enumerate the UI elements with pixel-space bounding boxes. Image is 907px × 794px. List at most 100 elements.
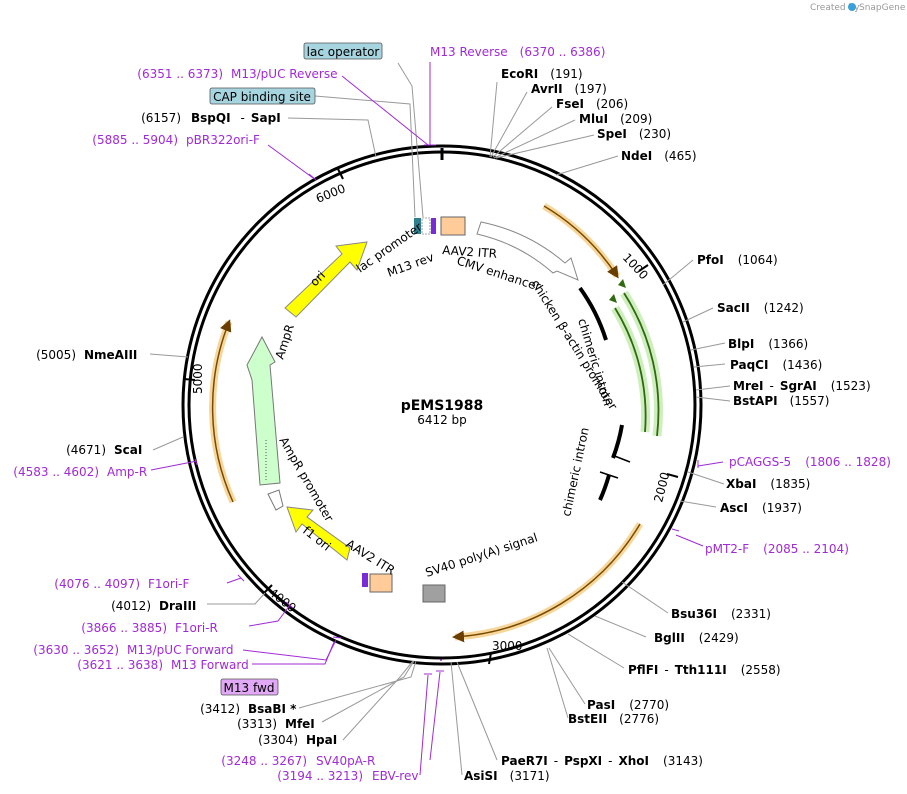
enzyme-bspqi-pos: (6157) xyxy=(141,111,181,125)
primer-amp-r-range: (4583 .. 4602) xyxy=(13,465,99,479)
intron-arrowhead-outer xyxy=(618,279,626,288)
primer-leaders xyxy=(150,62,724,776)
tick-5000-mark xyxy=(183,378,196,381)
enzyme-asisi[interactable]: AsiSI(3171) xyxy=(464,769,550,783)
enzyme-blpi[interactable]: BlpI(1366) xyxy=(728,337,808,351)
primer-pcaggs-5[interactable]: pCAGGS-5(1806 .. 1828) xyxy=(729,455,891,469)
enzyme-scai[interactable]: ScaI xyxy=(114,443,142,457)
cmv-enhancer-arrow[interactable] xyxy=(476,221,579,281)
primer-m13-forward[interactable]: M13 Forward xyxy=(171,658,249,672)
primer-m13puc-reverse[interactable]: M13/pUC Reverse xyxy=(231,67,338,81)
lac-operator-box[interactable] xyxy=(303,42,383,60)
enzyme-fsei[interactable]: FseI(206) xyxy=(556,97,628,111)
enzyme-ecori[interactable]: EcoRI(191) xyxy=(501,67,583,81)
enzyme-draiii[interactable]: DraIII xyxy=(159,599,196,613)
enzyme-mrei-sgrai[interactable]: MreI-SgrAI(1523) xyxy=(733,379,871,393)
intron-arc-inner[interactable] xyxy=(614,307,647,433)
primer-m13puc-forward[interactable]: M13/pUC Forward xyxy=(127,643,234,657)
primer-pmt2-f[interactable]: pMT2-F(2085 .. 2104) xyxy=(705,542,849,556)
m13-fwd-box[interactable] xyxy=(220,678,279,696)
orf-arc-2[interactable] xyxy=(452,523,641,643)
m13-fwd-block[interactable] xyxy=(362,573,368,587)
orf-arc-2-halo xyxy=(454,522,644,641)
label-m13-rev: M13 rev xyxy=(385,250,435,280)
chimeric-intron-bar-1 xyxy=(578,286,608,341)
label-aav2-itr-1: AAV2 ITR xyxy=(442,243,498,261)
enzyme-bsteii[interactable]: BstEII(2776) xyxy=(568,712,659,726)
enzyme-xbai[interactable]: XbaI(1835) xyxy=(726,477,810,491)
backbone-outer xyxy=(181,144,703,666)
chimeric-intron-bar-3 xyxy=(598,474,611,501)
orf-arc-1[interactable] xyxy=(543,205,619,279)
primer-f1ori-r[interactable]: F1ori-R xyxy=(175,621,218,635)
primer-pbr322ori-f-range: (5885 .. 5904) xyxy=(92,133,178,147)
ori-arrow[interactable] xyxy=(284,241,368,318)
tick-label-3000: 3000 xyxy=(492,639,523,653)
tick-4000-mark xyxy=(263,584,273,594)
label-aav2-itr-2: AAV2 ITR xyxy=(343,537,397,578)
tick-1000-mark xyxy=(638,264,649,272)
enzyme-leaders xyxy=(149,62,731,776)
primer-ebv-rev-range: (3194 .. 3213) xyxy=(277,769,363,783)
enzyme-avrii[interactable]: AvrII(197) xyxy=(531,82,607,96)
primer-m13-forward-range: (3621 .. 3638) xyxy=(77,658,163,672)
label-cmv-enhancer: CMV enhancer xyxy=(455,254,542,294)
ampr-arrow[interactable] xyxy=(246,335,281,486)
lac-operator-label: lac operator xyxy=(307,45,380,59)
primer-m13-reverse[interactable]: M13 Reverse(6370 .. 6386) xyxy=(430,45,605,59)
primer-pbr322ori-f[interactable]: pBR322ori-F xyxy=(186,133,260,147)
enzyme-pflfi-tth111i[interactable]: PflFI-Tth111I(2558) xyxy=(628,663,781,677)
cap-site-box[interactable] xyxy=(209,87,316,105)
enzyme-bglii[interactable]: BglII(2429) xyxy=(654,631,739,645)
enzyme-spei[interactable]: SpeI(230) xyxy=(597,127,671,141)
enzyme-ndei[interactable]: NdeI(465) xyxy=(621,149,697,163)
m13-fwd-label: M13 fwd xyxy=(224,681,275,695)
primer-sv40pa-r[interactable]: SV40pA-R xyxy=(316,754,375,768)
f1-ori-arrow[interactable] xyxy=(286,506,351,561)
watermark-brand: SnapGene xyxy=(859,3,906,13)
enzyme-paqci[interactable]: PaqCI(1436) xyxy=(730,358,822,372)
plasmid-name: pEMS1988 xyxy=(401,398,484,414)
enzyme-mfei[interactable]: MfeI xyxy=(285,717,315,731)
enzyme-bspqi-sapi[interactable]: BspQI-SapI xyxy=(191,111,281,125)
enzyme-asci[interactable]: AscI(1937) xyxy=(720,501,802,515)
plasmid-size: 6412 bp xyxy=(417,413,467,427)
enzyme-paer7i-pspxi-xhoi[interactable]: PaeR7I-PspXI-XhoI(3143) xyxy=(501,754,703,768)
enzyme-pasi[interactable]: PasI(2770) xyxy=(587,698,669,712)
enzyme-bsu36i[interactable]: Bsu36I(2331) xyxy=(671,607,771,621)
primer-ebv-rev[interactable]: EBV-rev xyxy=(372,769,418,783)
enzyme-pfoi[interactable]: PfoI(1064) xyxy=(697,253,778,267)
snapgene-logo-icon xyxy=(848,3,856,11)
enzyme-mfei-pos: (3313) xyxy=(237,717,277,731)
primer-sv40pa-r-range: (3248 .. 3267) xyxy=(221,754,307,768)
enzyme-nmeaiii[interactable]: NmeAIII xyxy=(84,348,137,362)
aav2-itr-2-block[interactable] xyxy=(369,573,393,593)
primer-f1ori-f[interactable]: F1ori-F xyxy=(148,577,189,591)
enzyme-scai-pos: (4671) xyxy=(66,443,106,457)
tick-label-5000: 5000 xyxy=(191,363,205,394)
aav2-itr-1-block[interactable] xyxy=(440,216,466,236)
enzyme-hpai[interactable]: HpaI xyxy=(306,733,337,747)
m13-rev-block[interactable] xyxy=(431,218,436,234)
enzyme-bstapi[interactable]: BstAPI(1557) xyxy=(733,394,829,408)
enzyme-draiii-pos: (4012) xyxy=(111,599,151,613)
tick-2000-mark xyxy=(666,473,679,478)
enzyme-nmeaiii-pos: (5005) xyxy=(36,348,76,362)
primer-f1ori-r-range: (3866 .. 3885) xyxy=(81,621,167,635)
lac-operator-block[interactable] xyxy=(414,218,421,234)
enzyme-bsabi-name[interactable]: BsaBI * xyxy=(248,702,297,716)
enzyme-sacii[interactable]: SacII(1242) xyxy=(717,301,804,315)
orf-arc-3[interactable] xyxy=(211,319,234,503)
primer-amp-r[interactable]: Amp-R xyxy=(107,465,147,479)
ampr-promoter-arrow[interactable] xyxy=(267,489,284,511)
primer-f1ori-f-range: (4076 .. 4097) xyxy=(54,577,140,591)
lac-promoter-block[interactable] xyxy=(421,217,431,235)
primer-m13puc-forward-range: (3630 .. 3652) xyxy=(33,643,119,657)
sv40-polya-block[interactable] xyxy=(422,584,446,603)
enzyme-bsabi[interactable]: (3412) xyxy=(200,702,240,716)
intron-cap-1 xyxy=(611,454,631,463)
label-sv40-polya: SV40 poly(A) signal xyxy=(424,530,540,580)
enzyme-mlui[interactable]: MluI(209) xyxy=(579,112,652,126)
intron-arc-outer[interactable] xyxy=(623,292,660,437)
tick-6000-mark xyxy=(337,168,344,180)
